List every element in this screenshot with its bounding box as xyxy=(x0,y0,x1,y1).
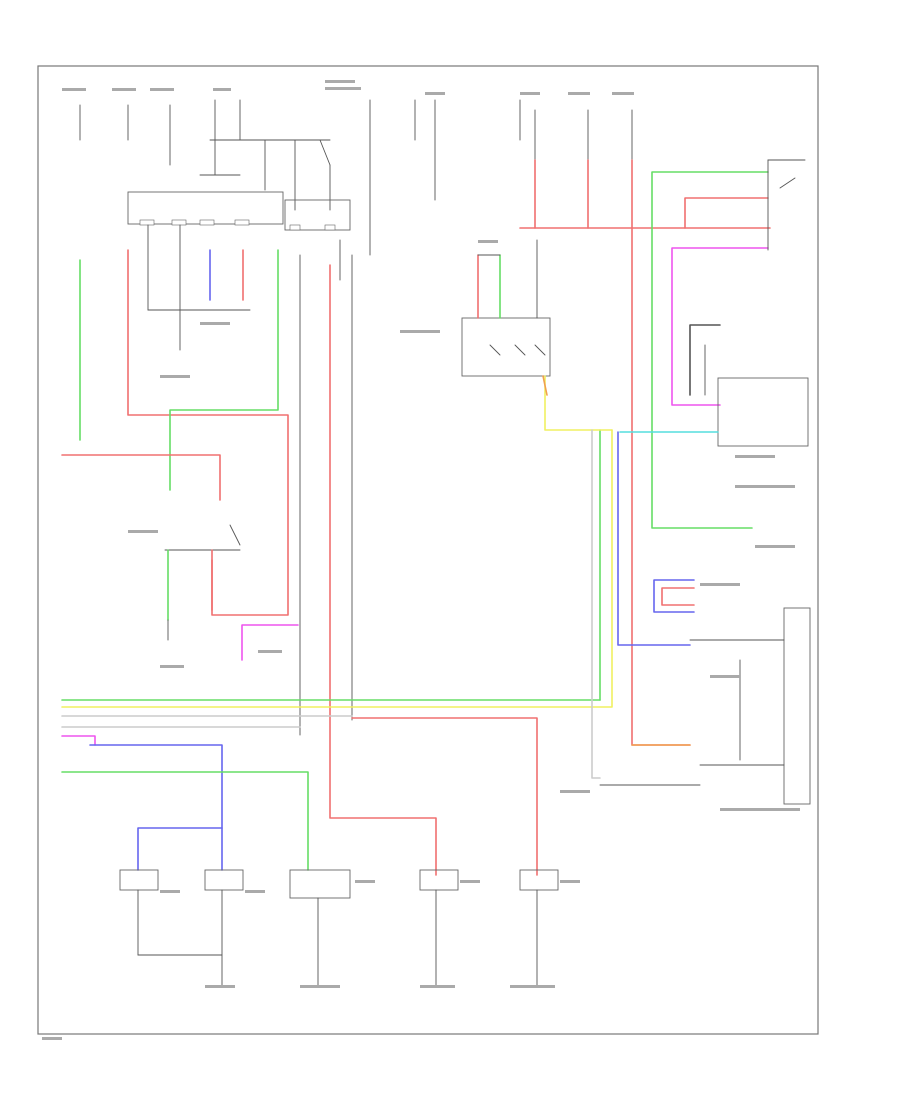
magenta-bus xyxy=(61,735,96,746)
blue-bus xyxy=(89,744,223,871)
diagram-frame xyxy=(37,65,819,1035)
red-wire-left-branch xyxy=(61,454,221,501)
red-wire-left-loop xyxy=(127,249,289,616)
relay-box-right-center xyxy=(461,317,551,377)
top-left-power-section xyxy=(79,99,371,256)
blue-wire-left-load xyxy=(137,827,223,871)
top-left-drop-wires xyxy=(147,224,353,736)
load-box-4 xyxy=(419,869,459,891)
bottom-loads xyxy=(119,869,559,986)
yellow-bus xyxy=(61,429,613,708)
green-wire-right-loop xyxy=(651,171,769,529)
magenta-wire-right xyxy=(671,247,769,406)
top-right-power-section xyxy=(414,99,633,201)
red-wire-center-trunk xyxy=(329,264,437,876)
blue-wire-right xyxy=(617,431,691,646)
load-box-5 xyxy=(519,869,559,891)
load-box-3 xyxy=(289,869,351,899)
relay-box-right-internal xyxy=(489,344,546,356)
green-wire-relay xyxy=(169,249,279,491)
magenta-wire-left xyxy=(241,624,299,661)
switch-assembly-left xyxy=(164,524,241,641)
yellow-wire-right xyxy=(544,375,613,431)
load-box-1 xyxy=(119,869,159,891)
connector-pins-top-left xyxy=(139,219,336,231)
right-switch-box xyxy=(767,159,806,251)
module-box-right-vertical xyxy=(783,607,811,805)
relay-box-top-center xyxy=(284,199,351,231)
relay-box-top-left xyxy=(127,191,284,225)
load-box-2 xyxy=(204,869,244,891)
blue-loop-connector xyxy=(653,579,695,613)
red-wire-right-drop xyxy=(351,717,538,876)
module-box-right xyxy=(717,377,809,447)
component-label-marks xyxy=(42,80,800,1040)
green-bus-lower xyxy=(61,771,309,871)
